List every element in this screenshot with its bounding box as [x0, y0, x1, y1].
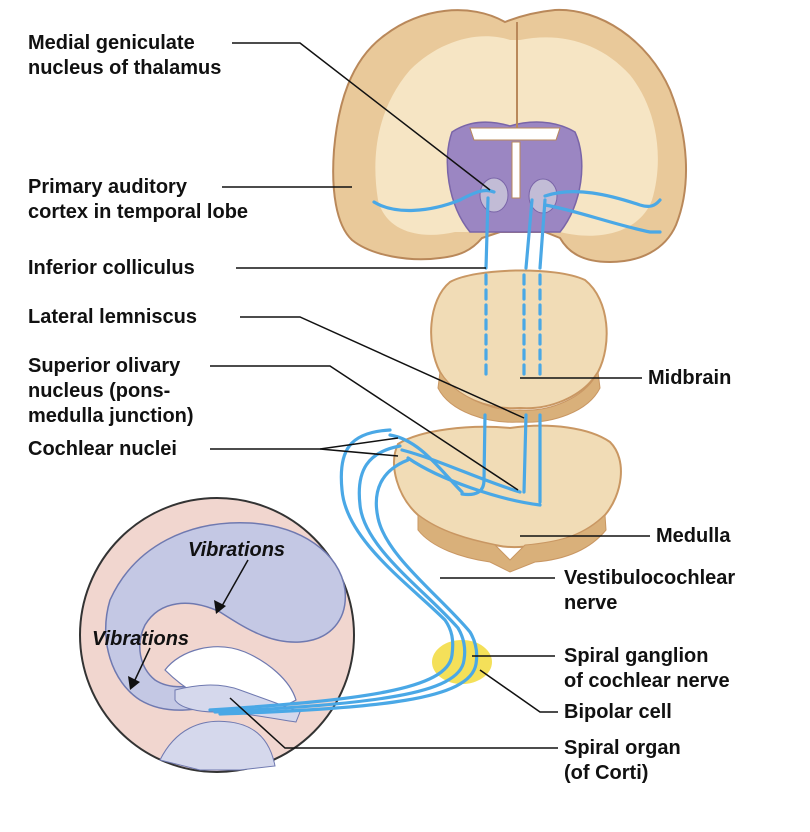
label-spiral-ganglion: Spiral ganglion of cochlear nerve — [564, 645, 730, 692]
label-medial-geniculate: Medial geniculate nucleus of thalamus — [28, 32, 222, 79]
label-inferior-colliculus: Inferior colliculus — [28, 257, 195, 279]
label-cochlear-nuclei: Cochlear nuclei — [28, 438, 177, 460]
brain-coronal-section — [332, 8, 688, 264]
label-primary-auditory-cortex: Primary auditory cortex in temporal lobe — [28, 176, 249, 223]
arrowheads — [128, 600, 226, 690]
label-lateral-lemniscus: Lateral lemniscus — [28, 306, 197, 328]
label-vestibulocochlear-nerve: Vestibulocochlear nerve — [564, 567, 736, 614]
label-spiral-organ: Spiral organ (of Corti) — [564, 737, 681, 784]
auditory-pathway — [208, 188, 662, 716]
label-midbrain: Midbrain — [648, 367, 732, 389]
label-bipolar-cell: Bipolar cell — [564, 701, 672, 723]
label-vibrations-upper: Vibrations — [188, 539, 286, 561]
label-superior-olivary-nucleus: Superior olivary nucleus (pons- medulla … — [28, 355, 194, 427]
label-vibrations-lower: Vibrations — [92, 628, 190, 650]
spiral-ganglion-blob — [432, 640, 492, 684]
label-medulla: Medulla — [656, 525, 731, 547]
midbrain-section — [430, 269, 608, 423]
leader-lines — [133, 42, 650, 749]
